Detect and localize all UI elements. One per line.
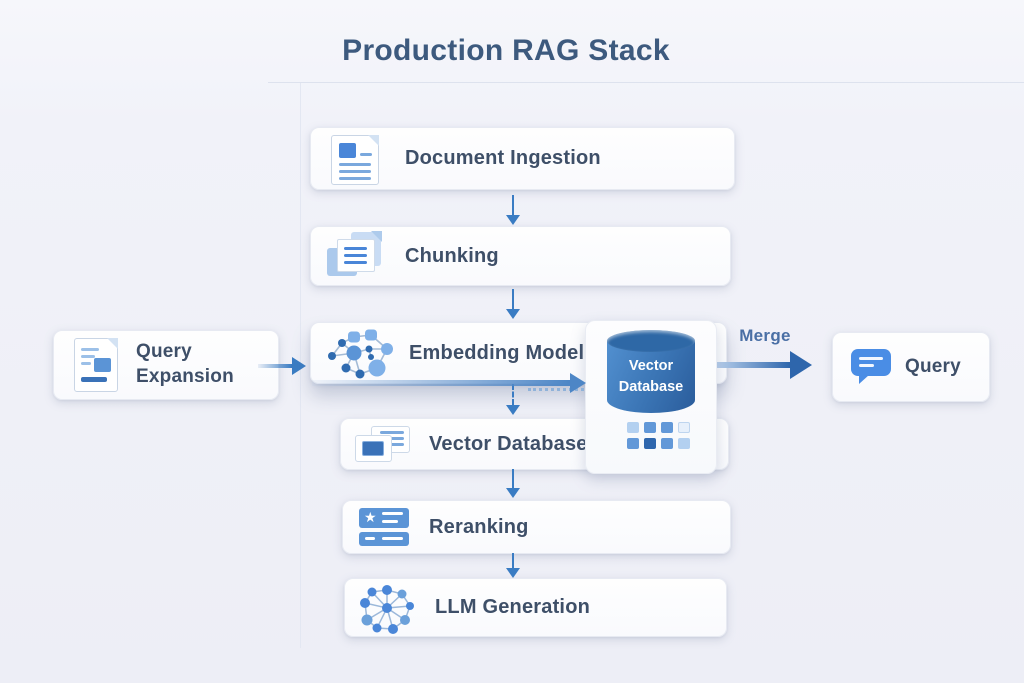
arrow-down-icon [505,289,521,319]
cylinder-label: Vector Database [618,358,684,396]
node-label: Reranking [429,515,529,538]
chunking-icon [327,231,385,280]
dotted-connector [528,388,584,391]
node-label: Query Expansion [136,341,234,387]
arrow-right-icon [258,357,306,375]
arrow-right-to-database-icon [312,373,586,393]
node-label: LLM Generation [435,596,591,618]
llm-network-icon [357,581,419,635]
page-title: Production RAG Stack [342,34,670,67]
node-query: Query [832,332,990,402]
star-icon: ★ [364,509,377,525]
node-chunking: Chunking [310,226,731,286]
database-cylinder-top [607,330,695,352]
background-divider-horizontal [268,82,1024,83]
dashed-arrow-down-icon [505,384,521,415]
node-label: Document Ingestion [405,147,601,169]
merge-label: Merge [739,326,791,345]
arrow-down-icon [505,553,521,578]
reranking-list-icon: ★ [359,506,409,548]
chat-bubble-icon [851,349,893,385]
arrow-down-icon [505,469,521,498]
arrow-down-icon [505,195,521,225]
query-expansion-doc-icon [74,338,118,392]
grid-dots-icon [627,422,690,449]
node-label: Chunking [405,244,499,267]
merge-arrow-icon [716,351,812,379]
node-llm-generation: LLM Generation [344,578,727,637]
vector-database-card: Vector Database [585,320,717,474]
node-query-expansion: Query Expansion [53,330,279,400]
node-label: Embedding Model [409,341,585,364]
document-icon [331,134,379,185]
embedding-network-icon [323,325,397,381]
node-label: Query [905,356,961,377]
node-document-ingestion: Document Ingestion [310,127,735,190]
vector-db-cards-icon [355,426,410,462]
node-reranking: ★ Reranking [342,500,731,554]
node-label: Vector Database [429,432,588,455]
database-cylinder-icon [607,341,695,413]
